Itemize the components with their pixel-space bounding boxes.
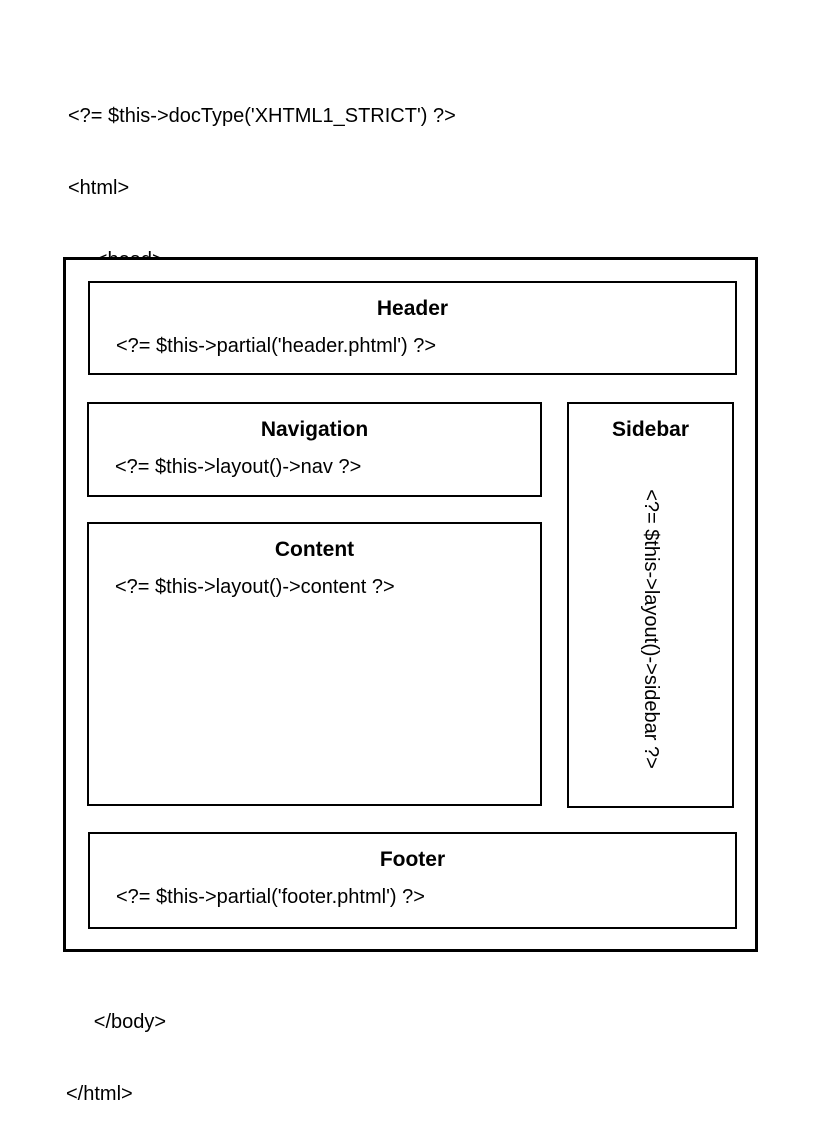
content-box: Content <?= $this->layout()->content ?> bbox=[87, 522, 542, 806]
body-container-box: Header <?= $this->partial('header.phtml'… bbox=[63, 257, 758, 952]
header-box: Header <?= $this->partial('header.phtml'… bbox=[88, 281, 737, 375]
sidebar-box: Sidebar <?= $this->layout()->sidebar ?> bbox=[567, 402, 734, 808]
code-block-bottom: </body> </html> bbox=[66, 962, 166, 1130]
navigation-box-title: Navigation bbox=[260, 418, 369, 441]
sidebar-box-title: Sidebar bbox=[611, 418, 690, 441]
footer-box-code: <?= $this->partial('footer.phtml') ?> bbox=[116, 886, 425, 908]
code-line-body-close: </body> bbox=[66, 1011, 167, 1033]
code-line-html-open: <html> bbox=[68, 177, 130, 199]
footer-box-title: Footer bbox=[379, 848, 446, 871]
page: { "colors": { "background": "#ffffff", "… bbox=[63, 105, 758, 1105]
content-box-title: Content bbox=[274, 538, 355, 561]
navigation-box-code: <?= $this->layout()->nav ?> bbox=[115, 456, 362, 478]
sidebar-rotated-text-area: <?= $this->layout()->sidebar ?> bbox=[569, 460, 732, 798]
sidebar-box-code: <?= $this->layout()->sidebar ?> bbox=[639, 489, 662, 769]
header-box-title: Header bbox=[376, 297, 449, 320]
code-line-html-close: </html> bbox=[66, 1083, 133, 1105]
footer-box: Footer <?= $this->partial('footer.phtml'… bbox=[88, 832, 737, 929]
content-box-code: <?= $this->layout()->content ?> bbox=[115, 576, 395, 598]
navigation-box: Navigation <?= $this->layout()->nav ?> bbox=[87, 402, 542, 497]
header-box-code: <?= $this->partial('header.phtml') ?> bbox=[116, 335, 437, 357]
code-line-doctype: <?= $this->docType('XHTML1_STRICT') ?> bbox=[68, 105, 456, 127]
